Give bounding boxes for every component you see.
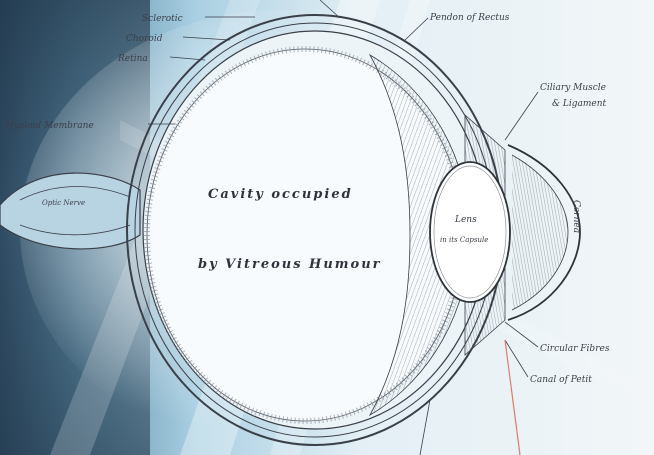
label-sclerotic: Sclerotic (142, 14, 183, 24)
label-retina: Retina (117, 54, 148, 64)
label-circular-fibres: Circular Fibres (540, 344, 610, 354)
lens (430, 162, 510, 302)
label-canal-of-petit: Canal of Petit (530, 375, 592, 385)
label-cavity-line1: Cavity occupied (208, 187, 353, 202)
label-cornea: Cornea (571, 200, 581, 233)
label-ciliary-line2: & Ligament (552, 99, 607, 109)
label-lens: Lens (454, 215, 477, 225)
label-hyaloid-membrane: Hyaloid Membrane (5, 121, 94, 131)
label-ciliary-line1: Ciliary Muscle (540, 83, 606, 93)
label-lens-capsule: in its Capsule (440, 236, 488, 244)
label-optic-nerve: Optic Nerve (42, 199, 85, 207)
label-choroid: Choroid (126, 34, 163, 44)
label-top-right: Pendon of Rectus (429, 13, 510, 23)
label-cavity-line2: by Vitreous Humour (198, 257, 382, 272)
